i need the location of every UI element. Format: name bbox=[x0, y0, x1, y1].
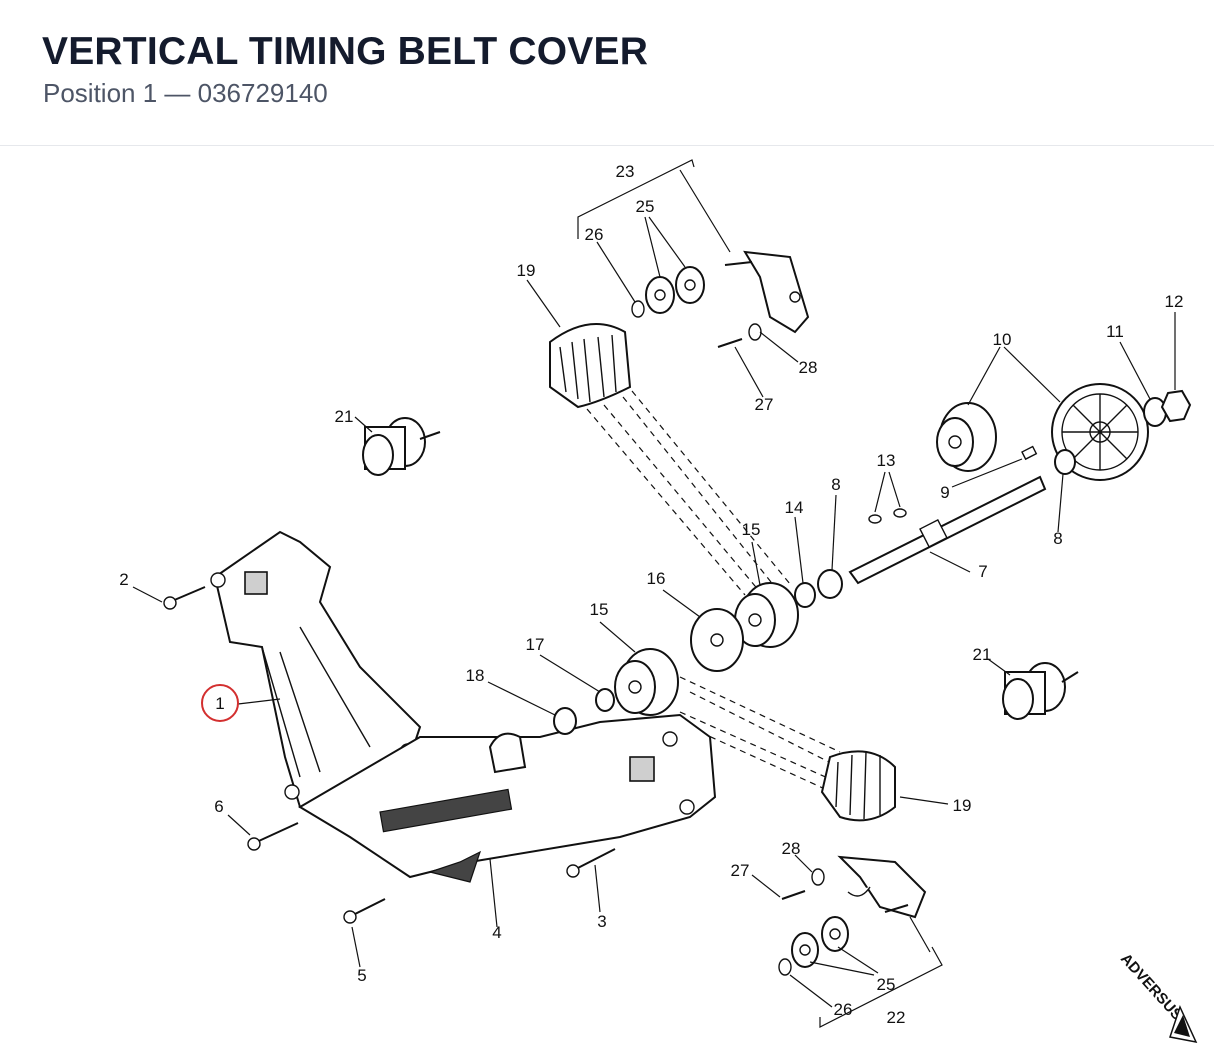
callout-label-10: 10 bbox=[993, 330, 1012, 349]
leader-lines bbox=[132, 216, 1176, 1008]
page-title: VERTICAL TIMING BELT COVER bbox=[42, 30, 649, 73]
bearing-part-25-lower-b[interactable] bbox=[791, 932, 819, 968]
watermark-text: ADVERSUS bbox=[1117, 950, 1185, 1023]
callout-label-3: 3 bbox=[597, 912, 606, 931]
callout-label-8a: 8 bbox=[831, 475, 840, 494]
nut-part-12[interactable] bbox=[1160, 389, 1192, 423]
callout-label-25a: 25 bbox=[636, 197, 655, 216]
washer-part-8-a[interactable] bbox=[817, 569, 843, 599]
callout-label-28a: 28 bbox=[799, 358, 818, 377]
callout-label-27a: 27 bbox=[755, 395, 774, 414]
nut-part-18[interactable] bbox=[553, 707, 577, 735]
exploded-parts-diagram: 1 2 3 4 5 6 7 8 8 9 10 11 12 13 14 15 15… bbox=[0, 147, 1214, 1056]
washer-part-16[interactable] bbox=[690, 608, 744, 672]
rubber-mount-part-21-upper[interactable] bbox=[362, 417, 441, 476]
bolt-part-27-upper[interactable] bbox=[717, 338, 743, 348]
washer-part-14[interactable] bbox=[794, 582, 816, 608]
callout-label-19a: 19 bbox=[517, 261, 536, 280]
diagram-canvas: 1 2 3 4 5 6 7 8 8 9 10 11 12 13 14 15 15… bbox=[119, 159, 1198, 1044]
key-part-13[interactable] bbox=[868, 508, 907, 524]
pulley-part-10[interactable] bbox=[936, 402, 997, 472]
camshaft-gear-part-10[interactable] bbox=[1051, 383, 1149, 481]
page-header: VERTICAL TIMING BELT COVER Position 1 — … bbox=[0, 0, 1214, 146]
pulley-part-15-front[interactable] bbox=[614, 648, 679, 716]
bolt-part-27-lower[interactable] bbox=[781, 890, 806, 900]
tensioner-assembly-part-22[interactable] bbox=[837, 855, 927, 919]
callout-label-5: 5 bbox=[357, 966, 366, 985]
callout-label-26a: 26 bbox=[585, 225, 604, 244]
callout-label-25b: 25 bbox=[877, 975, 896, 994]
screw-part-2[interactable] bbox=[163, 586, 206, 610]
callout-label-22: 22 bbox=[887, 1008, 906, 1027]
circlip-part-26-upper[interactable] bbox=[631, 300, 645, 318]
callout-label-15a: 15 bbox=[742, 520, 761, 539]
callout-label-17: 17 bbox=[526, 635, 545, 654]
timing-belt-part-19-upper[interactable] bbox=[549, 323, 632, 409]
callout-label-6: 6 bbox=[214, 797, 223, 816]
callout-label-7: 7 bbox=[978, 562, 987, 581]
callout-label-8b: 8 bbox=[1053, 529, 1062, 548]
callout-label-26b: 26 bbox=[834, 1000, 853, 1019]
key-part-9[interactable] bbox=[1021, 445, 1038, 461]
group-bracket-23 bbox=[577, 159, 731, 253]
rubber-mount-part-21-lower[interactable] bbox=[1002, 662, 1079, 720]
screw-part-3[interactable] bbox=[566, 848, 616, 878]
callout-label-11: 11 bbox=[1106, 322, 1124, 341]
group-bracket-22 bbox=[819, 916, 943, 1028]
bearing-part-25-upper-b[interactable] bbox=[675, 266, 705, 304]
screw-part-6[interactable] bbox=[247, 822, 299, 851]
timing-belt-cover-part-4[interactable] bbox=[298, 713, 717, 883]
bearing-part-25-lower-a[interactable] bbox=[821, 916, 849, 952]
pulley-part-15-rear[interactable] bbox=[734, 582, 799, 648]
callout-label-9: 9 bbox=[940, 483, 949, 502]
callout-label-13: 13 bbox=[877, 451, 896, 470]
callout-label-23: 23 bbox=[616, 162, 635, 181]
washer-part-11[interactable] bbox=[1143, 397, 1167, 427]
belt-path-lines bbox=[586, 390, 841, 790]
washer-part-17[interactable] bbox=[595, 688, 615, 712]
callout-label-27b: 27 bbox=[731, 861, 750, 880]
callout-label-18: 18 bbox=[466, 666, 485, 685]
callout-label-28b: 28 bbox=[782, 839, 801, 858]
page-subtitle: Position 1 — 036729140 bbox=[43, 78, 328, 108]
adversus-watermark: ADVERSUS bbox=[1117, 950, 1198, 1044]
callout-1-highlighted[interactable]: 1 bbox=[201, 684, 239, 722]
washer-part-8-b[interactable] bbox=[1054, 449, 1076, 475]
callout-label-4: 4 bbox=[492, 923, 501, 942]
callout-label-19b: 19 bbox=[953, 796, 972, 815]
callout-label-21b: 21 bbox=[973, 645, 992, 664]
timing-belt-part-19-lower[interactable] bbox=[820, 750, 896, 822]
washer-part-28-lower[interactable] bbox=[811, 868, 825, 886]
callout-label-14: 14 bbox=[785, 498, 804, 517]
callout-label-12: 12 bbox=[1165, 292, 1184, 311]
washer-part-28-upper[interactable] bbox=[748, 323, 762, 341]
callout-label-1: 1 bbox=[215, 694, 224, 713]
callout-label-2: 2 bbox=[119, 570, 128, 589]
circlip-part-26-lower[interactable] bbox=[778, 958, 792, 976]
callout-label-21a: 21 bbox=[335, 407, 354, 426]
callout-label-16: 16 bbox=[647, 569, 666, 588]
shaft-part-7[interactable] bbox=[848, 475, 1047, 585]
bearing-part-25-upper-a[interactable] bbox=[645, 276, 675, 314]
tensioner-assembly-part-23[interactable] bbox=[724, 250, 810, 334]
screw-part-5[interactable] bbox=[343, 898, 386, 924]
callout-label-15b: 15 bbox=[590, 600, 609, 619]
